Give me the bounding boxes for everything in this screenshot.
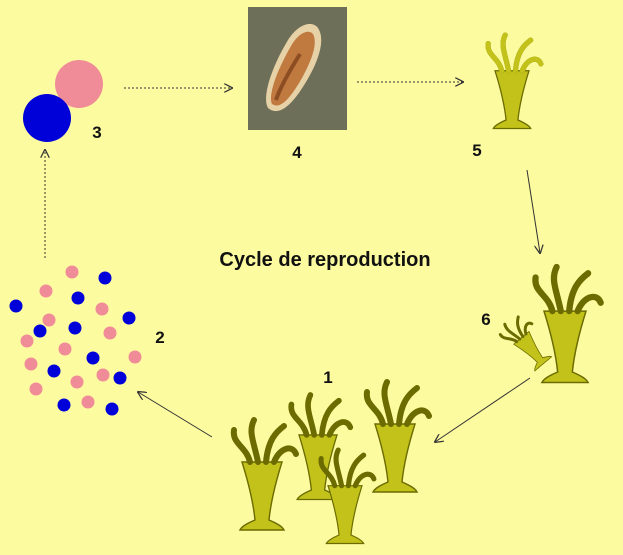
colony-polyp-c xyxy=(367,382,429,492)
diagram-title: Cycle de reproduction xyxy=(219,249,430,271)
stage-3-number: 3 xyxy=(92,123,101,142)
sperm-gametes xyxy=(9,271,136,416)
cycle-arrows xyxy=(45,82,540,442)
stage-5-polyp xyxy=(488,35,541,129)
egg-cell xyxy=(55,60,103,108)
stage-6-number: 6 xyxy=(481,310,490,329)
colony-polyp-a xyxy=(234,420,296,530)
egg-gametes xyxy=(20,265,142,409)
stage-5-number: 5 xyxy=(472,141,481,160)
arrow-5-to-6 xyxy=(526,169,540,253)
stage-2-gametes xyxy=(9,265,142,416)
arrow-6-to-1 xyxy=(435,377,531,442)
sperm-cell xyxy=(23,94,71,142)
arrow-1-to-2 xyxy=(138,392,213,438)
parent-polyp xyxy=(535,267,600,383)
stage-4-larva xyxy=(248,7,347,130)
stage-6-budding-polyp xyxy=(495,267,601,383)
larva-gut xyxy=(274,52,302,101)
stage-1-hydra-colony xyxy=(234,382,429,544)
stage-3-fertilization xyxy=(23,60,103,142)
stage-1-number: 1 xyxy=(323,368,332,387)
stage-2-number: 2 xyxy=(155,328,164,347)
stage-4-number: 4 xyxy=(292,143,302,162)
